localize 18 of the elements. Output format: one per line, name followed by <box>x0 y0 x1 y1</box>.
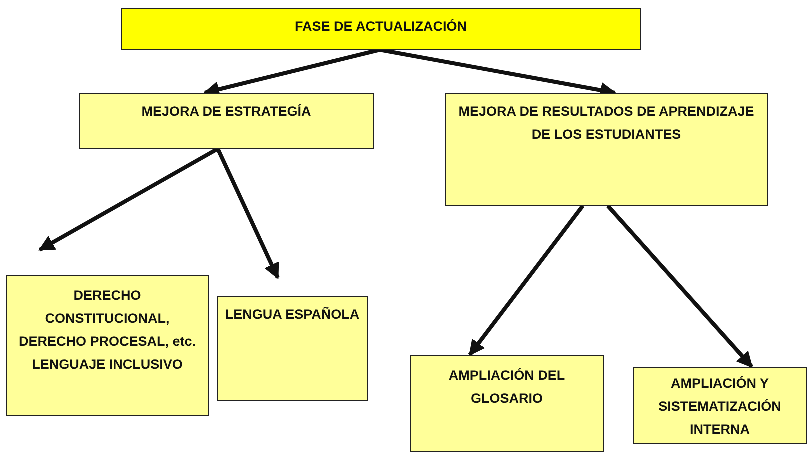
topic-box <box>410 355 604 452</box>
arrow <box>468 204 585 356</box>
arrow <box>216 148 280 280</box>
box-label: MEJORA DE RESULTADOS DE APRENDIZAJE DE LOS ESTUDIANTES <box>458 103 756 144</box>
box-label: LENGUA ESPAÑOLA <box>225 306 360 324</box>
topic-box <box>633 367 807 444</box>
box-label: DERECHO CONSTITUCIONAL, DERECHO PROCESAL, etc. LENGUAJE INCLUSIVO <box>18 287 198 374</box>
box-label: AMPLIACIÓN DEL GLOSARIO <box>448 367 566 408</box>
topic-box <box>6 275 209 416</box>
title-box <box>121 8 641 50</box>
arrow <box>38 147 219 252</box>
topic-box <box>217 296 368 401</box>
box-label: FASE DE ACTUALIZACIÓN <box>295 18 467 36</box>
topic-box <box>445 93 768 206</box>
topic-box <box>79 93 374 149</box>
box-label: MEJORA DE ESTRATEGÍA <box>142 103 312 121</box>
arrow <box>606 204 754 368</box>
box-label: AMPLIACIÓN Y SISTEMATIZACIÓN INTERNA <box>658 375 782 439</box>
